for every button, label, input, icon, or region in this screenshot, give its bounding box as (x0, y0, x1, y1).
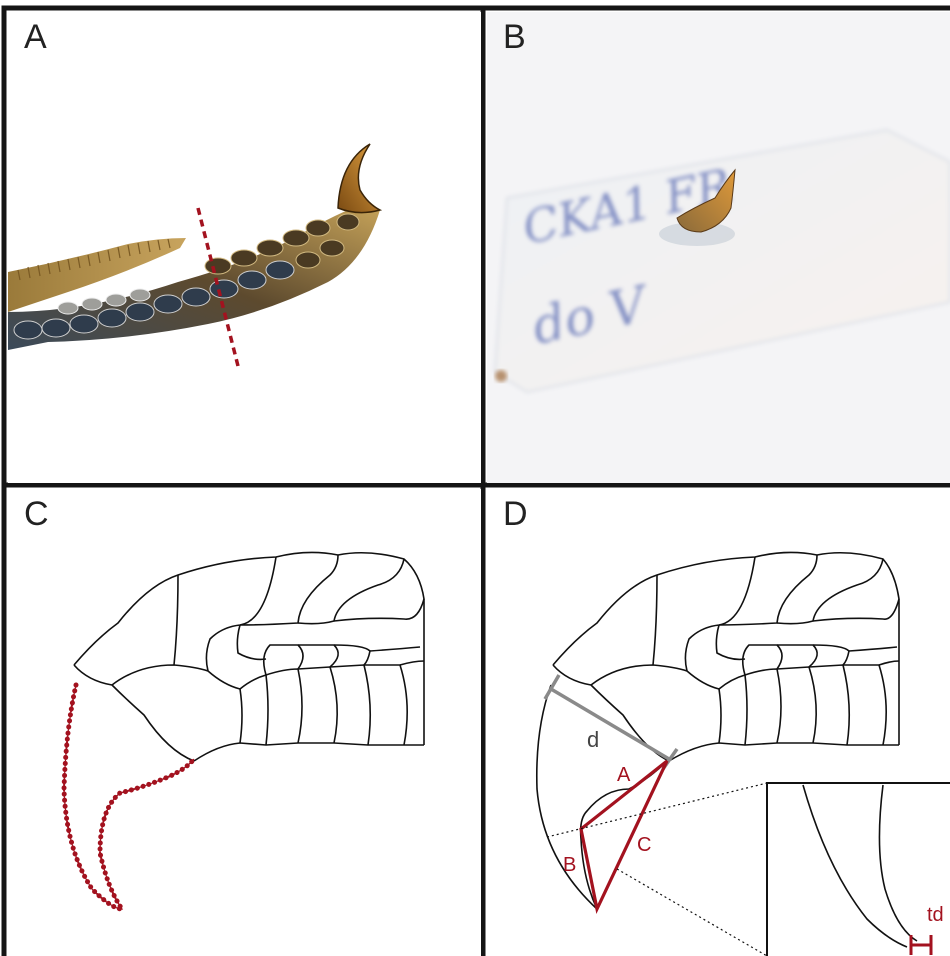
label-c: C (637, 834, 651, 856)
rattle-drawing-d: d A C B td (487, 489, 950, 956)
panel-a: A (8, 12, 481, 483)
rattle-photo (8, 12, 481, 483)
panel-b: CKA1 FR do V B (487, 12, 950, 483)
label-a: A (617, 764, 631, 786)
measure-d-line (545, 675, 677, 769)
panel-label-d: D (503, 497, 528, 531)
label-td: td (927, 904, 944, 926)
panel-d: d A C B td D (487, 489, 950, 956)
panel-label-b: B (503, 20, 526, 54)
slide-photo: CKA1 FR do V (487, 12, 950, 483)
label-d: d (587, 727, 599, 752)
inset-box: td (767, 783, 950, 956)
panel-c: C (8, 489, 481, 956)
label-b: B (563, 854, 576, 876)
panel-label-a: A (24, 20, 47, 54)
rattle-drawing-c (8, 489, 481, 956)
panel-label-c: C (24, 497, 49, 531)
